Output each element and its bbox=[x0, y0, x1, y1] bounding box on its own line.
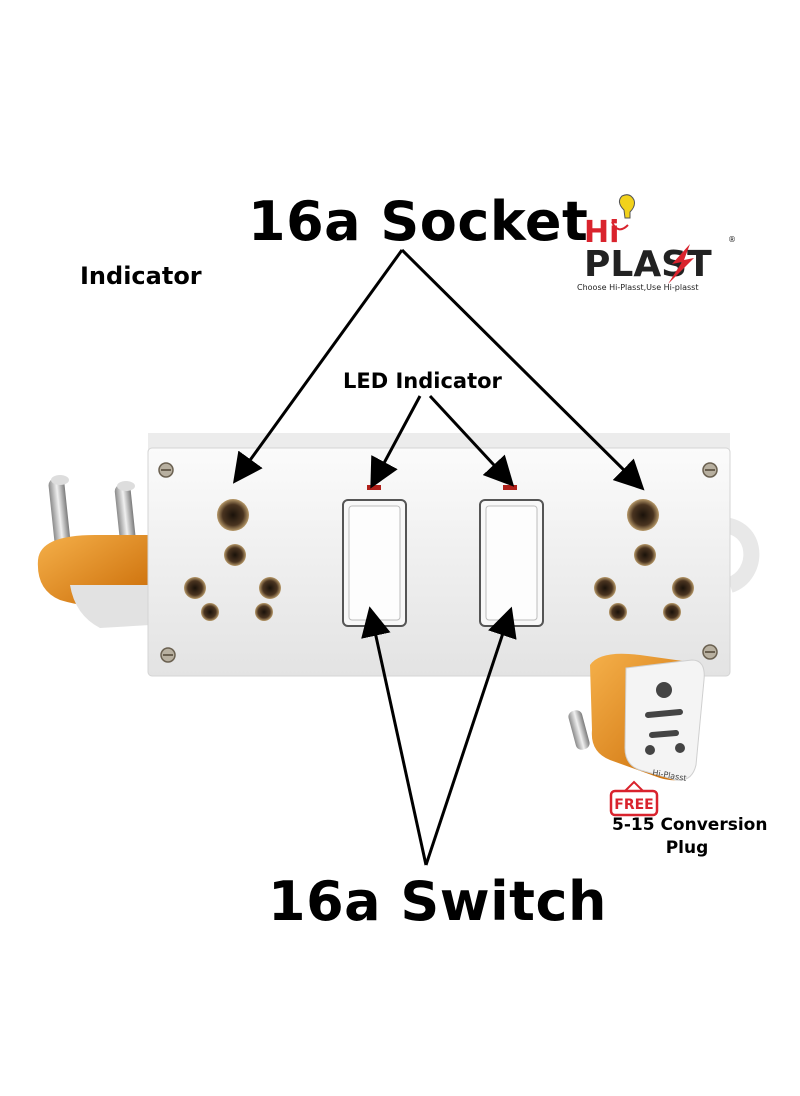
conversion-plug-line2: Plug bbox=[665, 837, 709, 858]
conversion-plug-label: 5-15 Conversion Plug bbox=[612, 814, 768, 860]
main-plug bbox=[37, 475, 150, 628]
left-socket bbox=[184, 499, 281, 621]
logo-plast: PLAST bbox=[584, 244, 712, 285]
socket-title: 16a Socket bbox=[248, 190, 589, 253]
arrow-switch-right bbox=[424, 606, 517, 866]
switch-left[interactable] bbox=[342, 499, 407, 627]
power-cable bbox=[719, 517, 760, 593]
logo-hi: Hi bbox=[584, 215, 619, 250]
arrow-socket-left bbox=[232, 249, 404, 484]
logo-registered: ® bbox=[728, 235, 736, 244]
bulb-icon bbox=[618, 194, 635, 219]
led-indicator-right bbox=[503, 485, 517, 490]
switch-title: 16a Switch bbox=[268, 870, 607, 933]
logo-tagline: Choose Hi-Plasst,Use Hi-plasst bbox=[577, 283, 698, 292]
lightning-icon bbox=[668, 244, 694, 284]
right-socket bbox=[594, 499, 694, 621]
arrow-led-left bbox=[370, 395, 422, 489]
led-indicator-left bbox=[367, 485, 381, 490]
callout-arrows bbox=[232, 248, 645, 866]
conversion-plug: Hi-Plasst bbox=[568, 653, 705, 783]
extension-board bbox=[147, 433, 731, 677]
brand-logo: Hi PLAST ® Choose Hi-Plasst,Use Hi-plass… bbox=[577, 194, 736, 292]
free-tag: FREE bbox=[609, 780, 659, 817]
led-indicator-label: LED Indicator bbox=[343, 369, 502, 393]
indicator-label: Indicator bbox=[80, 262, 202, 290]
free-tag-text: FREE bbox=[614, 797, 653, 813]
conversion-plug-line1: 5-15 Conversion bbox=[612, 815, 768, 835]
arrow-led-right bbox=[428, 394, 515, 487]
switch-right[interactable] bbox=[479, 499, 544, 627]
arrow-switch-left bbox=[361, 606, 428, 866]
arrow-socket-right bbox=[400, 248, 645, 491]
